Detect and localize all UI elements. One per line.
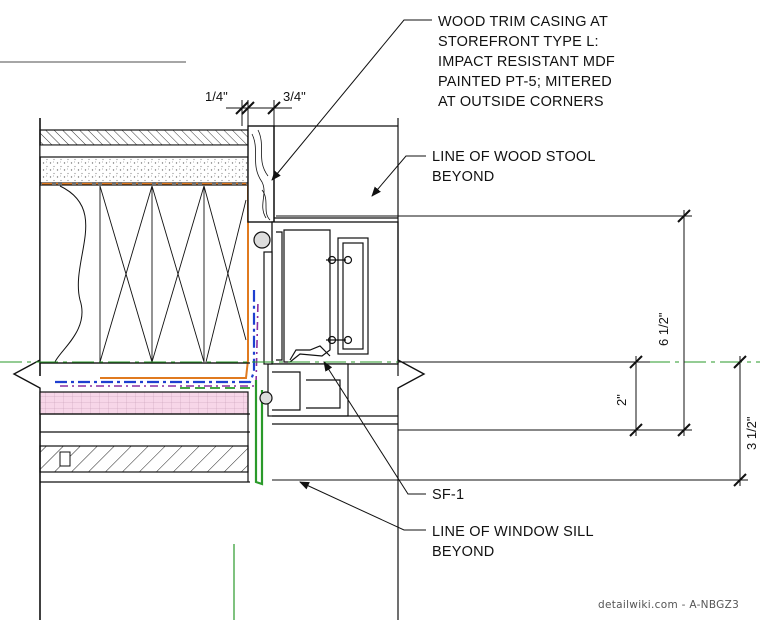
note-sill-line-2: BEYOND xyxy=(432,544,494,560)
leader-window-sill xyxy=(299,481,426,531)
note-stool-line-1: LINE OF WOOD STOOL xyxy=(432,149,596,165)
leader-lines xyxy=(271,19,432,531)
note-trim-line-3: IMPACT RESISTANT MDF xyxy=(438,54,615,70)
backer-rod-lower xyxy=(259,391,273,405)
dim-three-half-label: 3 1/2" xyxy=(744,416,759,450)
dimension-lines xyxy=(226,100,747,487)
break-line-right xyxy=(397,359,426,400)
purple-membrane xyxy=(60,299,259,387)
note-trim-casing: WOOD TRIM CASING AT STOREFRONT TYPE L: I… xyxy=(438,14,615,110)
insulation-x-lines xyxy=(99,185,247,363)
frame-screws xyxy=(326,255,353,345)
backer-rod-upper xyxy=(253,231,271,249)
batt-insulation-curve xyxy=(54,185,87,363)
wood-trim-casing xyxy=(247,125,275,223)
blue-membrane xyxy=(55,290,256,384)
note-wood-stool: LINE OF WOOD STOOL BEYOND xyxy=(432,149,596,185)
note-trim-line-2: STOREFRONT TYPE L: xyxy=(438,34,599,50)
reference-lines xyxy=(0,61,760,620)
note-sill-line-1: LINE OF WINDOW SILL xyxy=(432,524,594,540)
leader-sf1 xyxy=(323,361,426,495)
note-trim-line-1: WOOD TRIM CASING AT xyxy=(438,14,608,30)
dim-three-quarter-label: 3/4" xyxy=(283,89,306,104)
note-trim-line-4: PAINTED PT-5; MITERED xyxy=(438,74,612,90)
dim-six-half-label: 6 1/2" xyxy=(656,312,671,346)
dimension-texts: 1/4" 3/4" 6 1/2" 2" 3 1/2" xyxy=(205,89,759,450)
leader-wood-stool xyxy=(371,155,426,197)
note-window-sill: LINE OF WINDOW SILL BEYOND xyxy=(432,524,594,560)
dim-quarter-label: 1/4" xyxy=(205,89,228,104)
green-membrane-vertical xyxy=(254,380,264,486)
note-stool-line-2: BEYOND xyxy=(432,169,494,185)
pink-insulation-layer xyxy=(39,391,249,415)
watermark: detailwiki.com - A-NBGZ3 xyxy=(598,599,739,611)
wood-blocking-lower xyxy=(39,445,249,473)
note-sf1: SF-1 xyxy=(432,487,464,503)
dim-two-label: 2" xyxy=(614,394,629,406)
top-sheathing-board xyxy=(39,129,249,146)
stipple-layer xyxy=(39,156,249,184)
orange-flashing-vertical xyxy=(100,184,249,379)
break-line-left xyxy=(12,359,41,400)
leader-trim-casing xyxy=(271,19,432,181)
note-trim-line-5: AT OUTSIDE CORNERS xyxy=(438,94,604,110)
storefront-frame xyxy=(253,118,426,620)
wall-assembly xyxy=(12,118,264,620)
